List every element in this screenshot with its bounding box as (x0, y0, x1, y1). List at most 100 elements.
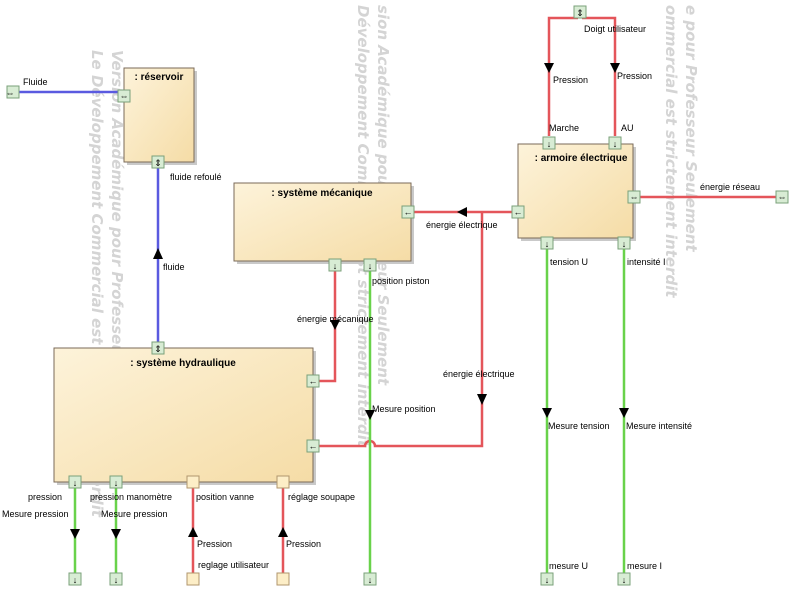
port-armoire-tension[interactable]: ↓ (540, 236, 554, 250)
watermark-right-2: ommercial est strictement interdit (662, 5, 680, 298)
svg-text:←: ← (309, 376, 318, 386)
port-labels: Fluide fluide refoulé Doigt utilisateur … (23, 24, 760, 571)
label-tension-u: tension U (550, 257, 588, 267)
block-reservoir[interactable]: : réservoir (123, 67, 197, 165)
arrow-mesure-pression-1 (70, 529, 80, 539)
port-hydro-energie-meca[interactable]: ← (306, 374, 320, 388)
arrow-energie-elec-top (457, 207, 467, 217)
arrow-mesure-position (365, 410, 375, 420)
label-position-piston: position piston (372, 276, 430, 286)
label-energie-elec-meca: énergie électrique (426, 220, 498, 230)
svg-text:⇔: ⇔ (6, 88, 15, 98)
label-au: AU (621, 123, 634, 133)
label-mesure-u: mesure U (549, 561, 588, 571)
svg-text:↓: ↓ (622, 239, 627, 249)
port-armoire-reseau[interactable]: ⇔ (627, 190, 641, 204)
port-mesure-u[interactable]: ↓ (540, 572, 554, 586)
svg-text:↓: ↓ (368, 261, 373, 271)
watermark-right-1: e pour Professeur Seulement (682, 5, 700, 252)
arrow-mesure-tension (542, 408, 552, 418)
port-mesure-pression-out[interactable]: ↓ (68, 572, 82, 586)
port-mesure-i[interactable]: ↓ (617, 572, 631, 586)
block-title-hydraulique: : système hydraulique (130, 358, 236, 369)
port-position-out[interactable]: ↓ (363, 572, 377, 586)
label-intensite-i: intensité I (627, 257, 666, 267)
arrow-mesure-intensite (619, 408, 629, 418)
label-energie-reseau: énergie réseau (700, 182, 760, 192)
svg-text:⇕: ⇕ (154, 344, 162, 354)
block-mecanique[interactable]: : système mécanique (233, 182, 414, 264)
block-armoire[interactable]: : armoire électrique (517, 143, 636, 241)
arrow-pression-vanne (188, 527, 198, 537)
port-hydro-vanne[interactable] (186, 475, 200, 489)
ports: ⇔ ⇔ ⇕ ⇕ ← ← ↓ ↓ ← ↓ ↓ ⇕ ↓ ↓ ← ⇔ ↓ ↓ ⇔ ↓ … (6, 5, 789, 586)
port-armoire-marche[interactable]: ↓ (542, 136, 556, 150)
svg-text:⇔: ⇔ (778, 192, 787, 202)
port-fluide-ext[interactable]: ⇔ (6, 85, 20, 99)
block-title-mecanique: : système mécanique (271, 188, 373, 199)
flow-label-mesure-pression-2: Mesure pression (101, 509, 168, 519)
svg-text:←: ← (514, 207, 523, 217)
arrow-pression-left (544, 63, 554, 73)
port-meca-energie-elec[interactable]: ← (401, 205, 415, 219)
svg-text:⇔: ⇔ (120, 91, 129, 101)
label-energie-elec-hydro: énergie électrique (443, 369, 515, 379)
port-meca-position-piston[interactable]: ↓ (363, 258, 377, 272)
flow-label-pression-right: Pression (617, 71, 652, 81)
label-doigt: Doigt utilisateur (584, 24, 646, 34)
flow-label-pression-soupape: Pression (286, 539, 321, 549)
port-armoire-intensite[interactable]: ↓ (617, 236, 631, 250)
port-hydro-energie-elec[interactable]: ← (306, 439, 320, 453)
port-energie-reseau-ext[interactable]: ⇔ (775, 190, 789, 204)
flow-label-mesure-intensite: Mesure intensité (626, 421, 692, 431)
block-title-reservoir: : réservoir (135, 72, 184, 83)
label-fluide-ext: Fluide (23, 77, 48, 87)
port-reglage-utilisateur[interactable] (186, 572, 200, 586)
block-title-armoire: : armoire électrique (535, 153, 628, 164)
arrow-energie-elec-vertical (477, 394, 487, 405)
svg-text:↓: ↓ (114, 478, 119, 488)
port-hydro-fluide[interactable]: ⇕ (151, 341, 165, 355)
flow-label-mesure-pression-1: Mesure pression (2, 509, 69, 519)
svg-text:⇕: ⇕ (576, 8, 584, 18)
svg-text:↓: ↓ (73, 478, 78, 488)
svg-text:←: ← (309, 441, 318, 451)
block-hydraulique[interactable]: : système hydraulique (53, 347, 316, 485)
svg-text:↓: ↓ (545, 239, 550, 249)
port-armoire-au[interactable]: ↓ (608, 136, 622, 150)
port-mesure-manometre-out[interactable]: ↓ (109, 572, 123, 586)
port-reglage-soupape-in[interactable] (276, 572, 290, 586)
flow-labels: fluide Pression Pression Mesure position… (2, 71, 692, 549)
arrow-fluide (153, 248, 163, 259)
connector-doigt-au (582, 16, 617, 136)
svg-text:↓: ↓ (73, 575, 78, 585)
svg-text:↓: ↓ (545, 575, 550, 585)
svg-text:↓: ↓ (333, 261, 338, 271)
svg-text:⇕: ⇕ (154, 158, 162, 168)
port-reservoir-refoule[interactable]: ⇕ (151, 155, 165, 169)
port-reservoir-fluide[interactable]: ⇔ (117, 89, 131, 103)
arrow-pression-right (610, 63, 620, 73)
svg-text:↓: ↓ (547, 139, 552, 149)
port-meca-energie-meca[interactable]: ↓ (328, 258, 342, 272)
label-marche: Marche (549, 123, 579, 133)
connector-energie-meca-hydro (318, 271, 337, 383)
port-hydro-soupape[interactable] (276, 475, 290, 489)
port-armoire-elec-out[interactable]: ← (511, 205, 525, 219)
svg-text:←: ← (404, 207, 413, 217)
svg-text:↓: ↓ (622, 575, 627, 585)
flow-label-mesure-position: Mesure position (372, 404, 436, 414)
label-pression-manometre: pression manomètre (90, 492, 172, 502)
arrow-energie-meca (330, 320, 340, 330)
svg-text:⇔: ⇔ (630, 192, 639, 202)
flow-arrows (70, 63, 629, 539)
port-hydro-pression[interactable]: ↓ (68, 475, 82, 489)
port-hydro-manometre[interactable]: ↓ (109, 475, 123, 489)
flow-label-pression-vanne: Pression (197, 539, 232, 549)
flow-label-fluide: fluide (163, 262, 185, 272)
port-doigt[interactable]: ⇕ (573, 5, 587, 19)
connector-doigt-marche (547, 16, 578, 136)
svg-text:↓: ↓ (613, 139, 618, 149)
